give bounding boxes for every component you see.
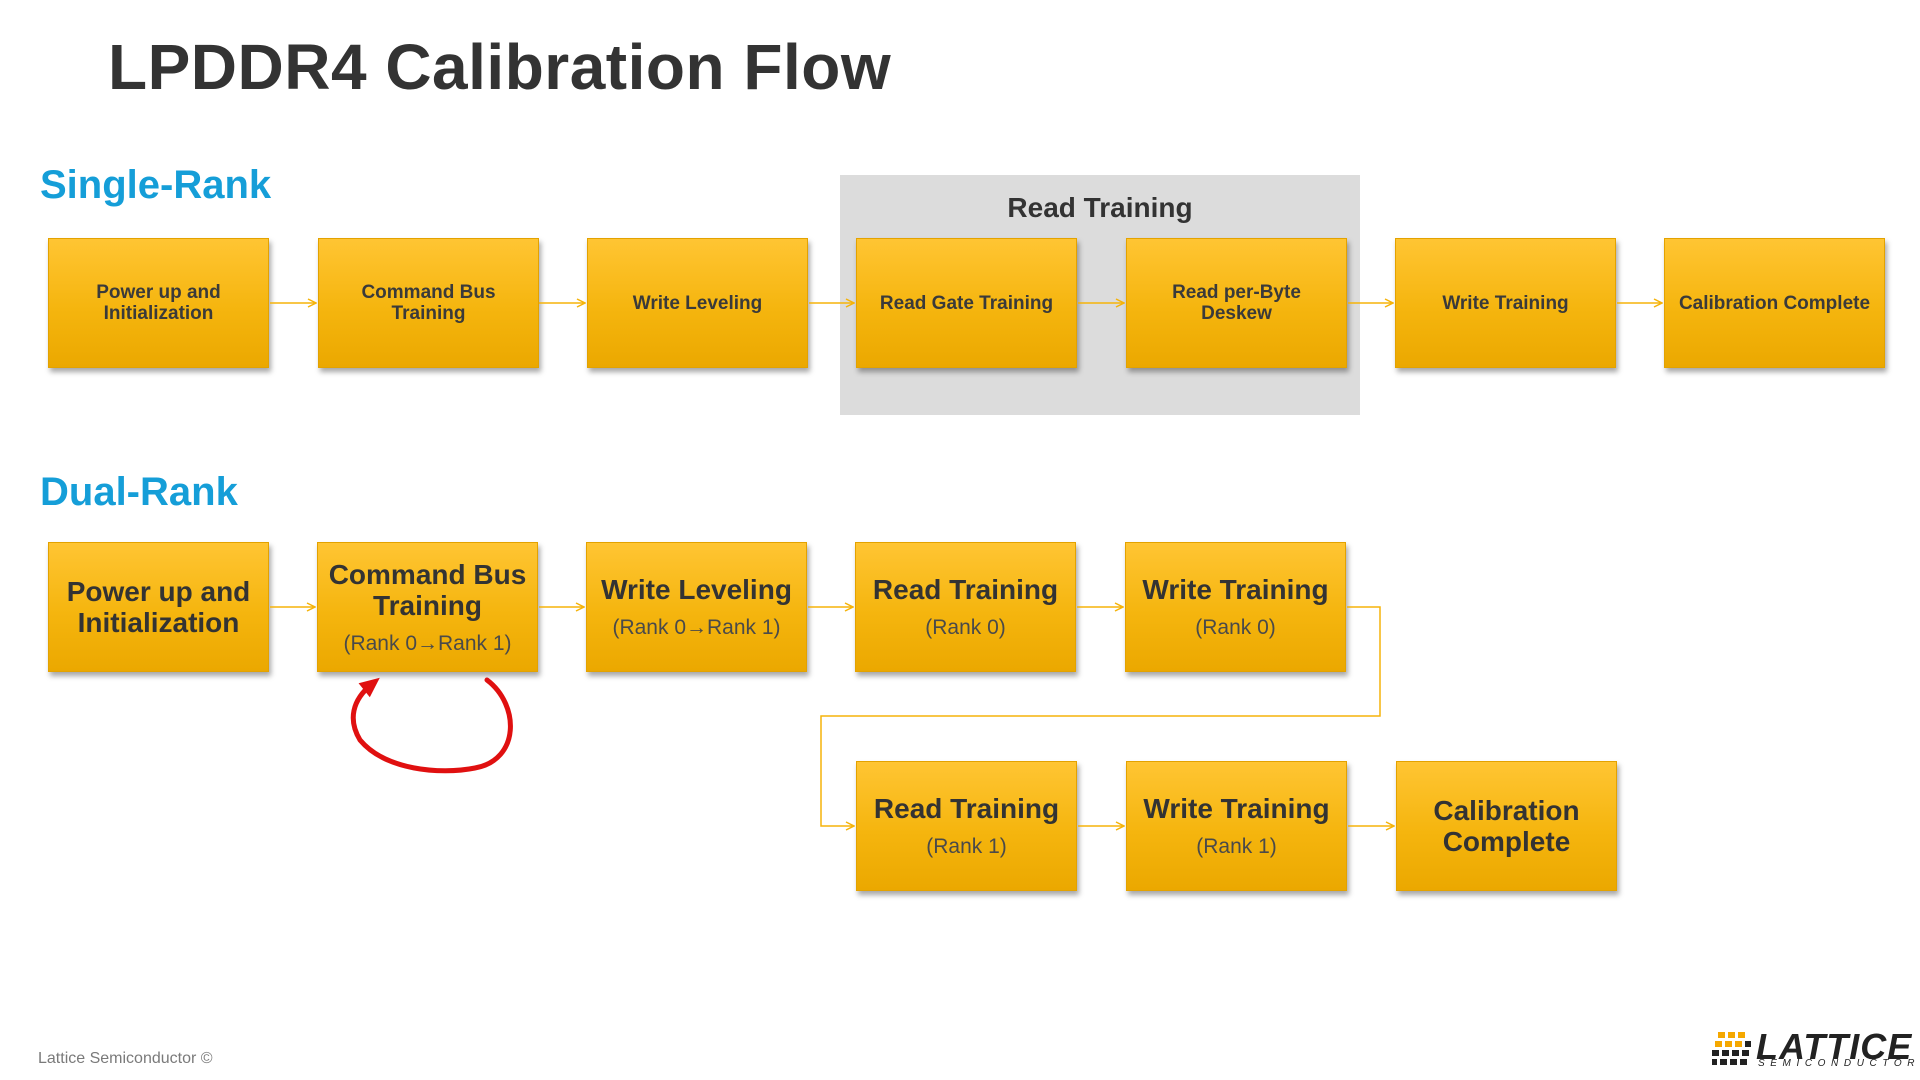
rank-repeat-loop-icon [350, 677, 513, 774]
sr-step-label: Read per-Byte Deskew [1172, 282, 1301, 324]
dr-step-rank-note: (Rank 1) [926, 835, 1007, 858]
dr-step-title: Calibration Complete [1433, 795, 1580, 857]
page-title: LPDDR4 Calibration Flow [108, 31, 892, 103]
dr-step-rank-note: (Rank 0→Rank 1) [343, 631, 512, 655]
dr-step-title: Power up and Initialization [66, 576, 251, 638]
single-rank-label: Single-Rank [40, 163, 272, 207]
dr-step-title: Command Bus Training [328, 558, 527, 621]
dr-step-title: Write Training [1143, 793, 1330, 824]
dr-step-rank-note: (Rank 0) [925, 616, 1006, 639]
read-training-group-label: Read Training [1007, 192, 1193, 223]
sr-step-write-training: Write Training [1395, 238, 1616, 368]
footer-copyright: Lattice Semiconductor © [38, 1050, 213, 1067]
sr-step-label: Command Bus Training [361, 282, 496, 324]
sr-step-calibration-complete: Calibration Complete [1664, 238, 1885, 368]
dr-step-rank-note: (Rank 1) [1196, 835, 1277, 858]
dr-step-title: Read Training [873, 793, 1060, 824]
lattice-logo-word: LATTICE [1756, 1026, 1913, 1067]
dr-step-write-leveling: Write Leveling (Rank 0→Rank 1) [586, 542, 807, 672]
dr-step-power-up: Power up and Initialization [48, 542, 269, 672]
dr-step-title: Read Training [872, 574, 1059, 605]
dr-step-title: Write Leveling [601, 574, 792, 605]
dr-step-write-training-rank0: Write Training (Rank 0) [1125, 542, 1346, 672]
dr-step-command-bus-training: Command Bus Training (Rank 0→Rank 1) [317, 542, 538, 672]
sr-step-write-leveling: Write Leveling [587, 238, 808, 368]
dr-step-title: Write Training [1142, 574, 1329, 605]
sr-step-label: Calibration Complete [1678, 292, 1871, 314]
dr-step-read-training-rank1: Read Training (Rank 1) [856, 761, 1077, 891]
dual-rank-label: Dual-Rank [40, 470, 238, 514]
dr-step-rank-note: (Rank 0) [1195, 616, 1276, 639]
lattice-logo: LATTICE SEMICONDUCTOR. [1710, 1026, 1920, 1070]
dr-step-read-training-rank0: Read Training (Rank 0) [855, 542, 1076, 672]
dr-step-rank-note: (Rank 0→Rank 1) [612, 616, 781, 639]
sr-step-read-per-byte-deskew: Read per-Byte Deskew [1126, 238, 1347, 368]
lattice-logo-tagline: SEMICONDUCTOR. [1758, 1058, 1920, 1069]
sr-step-read-gate-training: Read Gate Training [856, 238, 1077, 368]
dr-step-write-training-rank1: Write Training (Rank 1) [1126, 761, 1347, 891]
sr-step-label: Write Training [1442, 292, 1569, 314]
sr-step-label: Read Gate Training [879, 292, 1054, 314]
sr-step-power-up: Power up and Initialization [48, 238, 269, 368]
sr-step-label: Write Leveling [632, 292, 763, 314]
lattice-logo-grid-icon [1712, 1032, 1751, 1065]
sr-step-label: Power up and Initialization [96, 282, 221, 324]
sr-step-command-bus-training: Command Bus Training [318, 238, 539, 368]
dr-step-calibration-complete: Calibration Complete [1396, 761, 1617, 891]
